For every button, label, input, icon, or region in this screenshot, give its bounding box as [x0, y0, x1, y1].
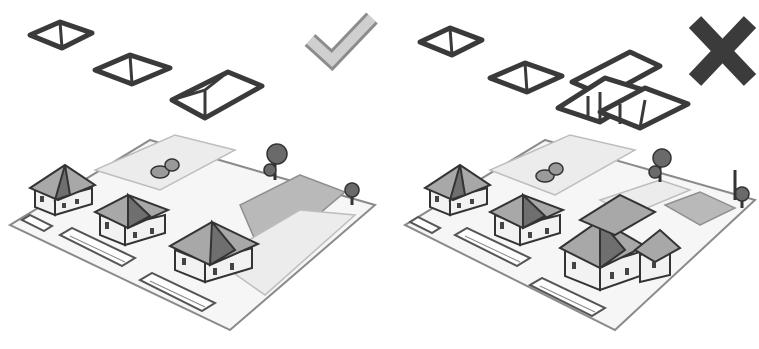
- right-roof-outline-1: [420, 28, 482, 55]
- right-roof-outline-2: [490, 63, 562, 92]
- right-panel: [405, 22, 755, 330]
- x-icon: [695, 22, 750, 80]
- right-roof-outline-cluster: [558, 52, 688, 128]
- left-roof-outline-3: [172, 72, 262, 118]
- left-tree-1: [264, 144, 287, 180]
- checkmark-icon: [310, 18, 372, 60]
- left-roof-outline-1: [30, 22, 92, 48]
- left-roof-outline-2: [95, 55, 170, 84]
- left-panel: [10, 18, 375, 330]
